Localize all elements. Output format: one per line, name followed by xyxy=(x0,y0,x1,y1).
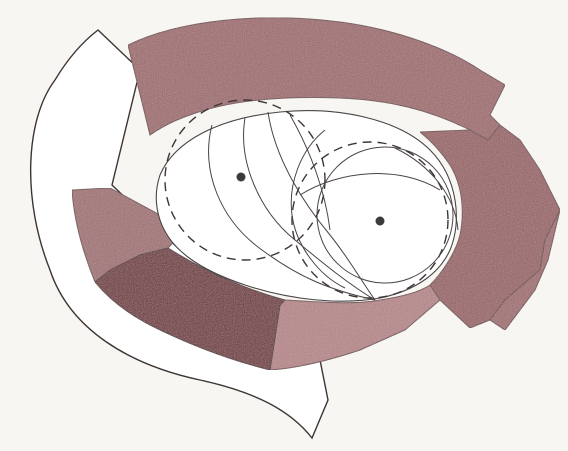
dot-marker-left xyxy=(237,173,246,182)
dot-marker-right xyxy=(376,217,385,226)
